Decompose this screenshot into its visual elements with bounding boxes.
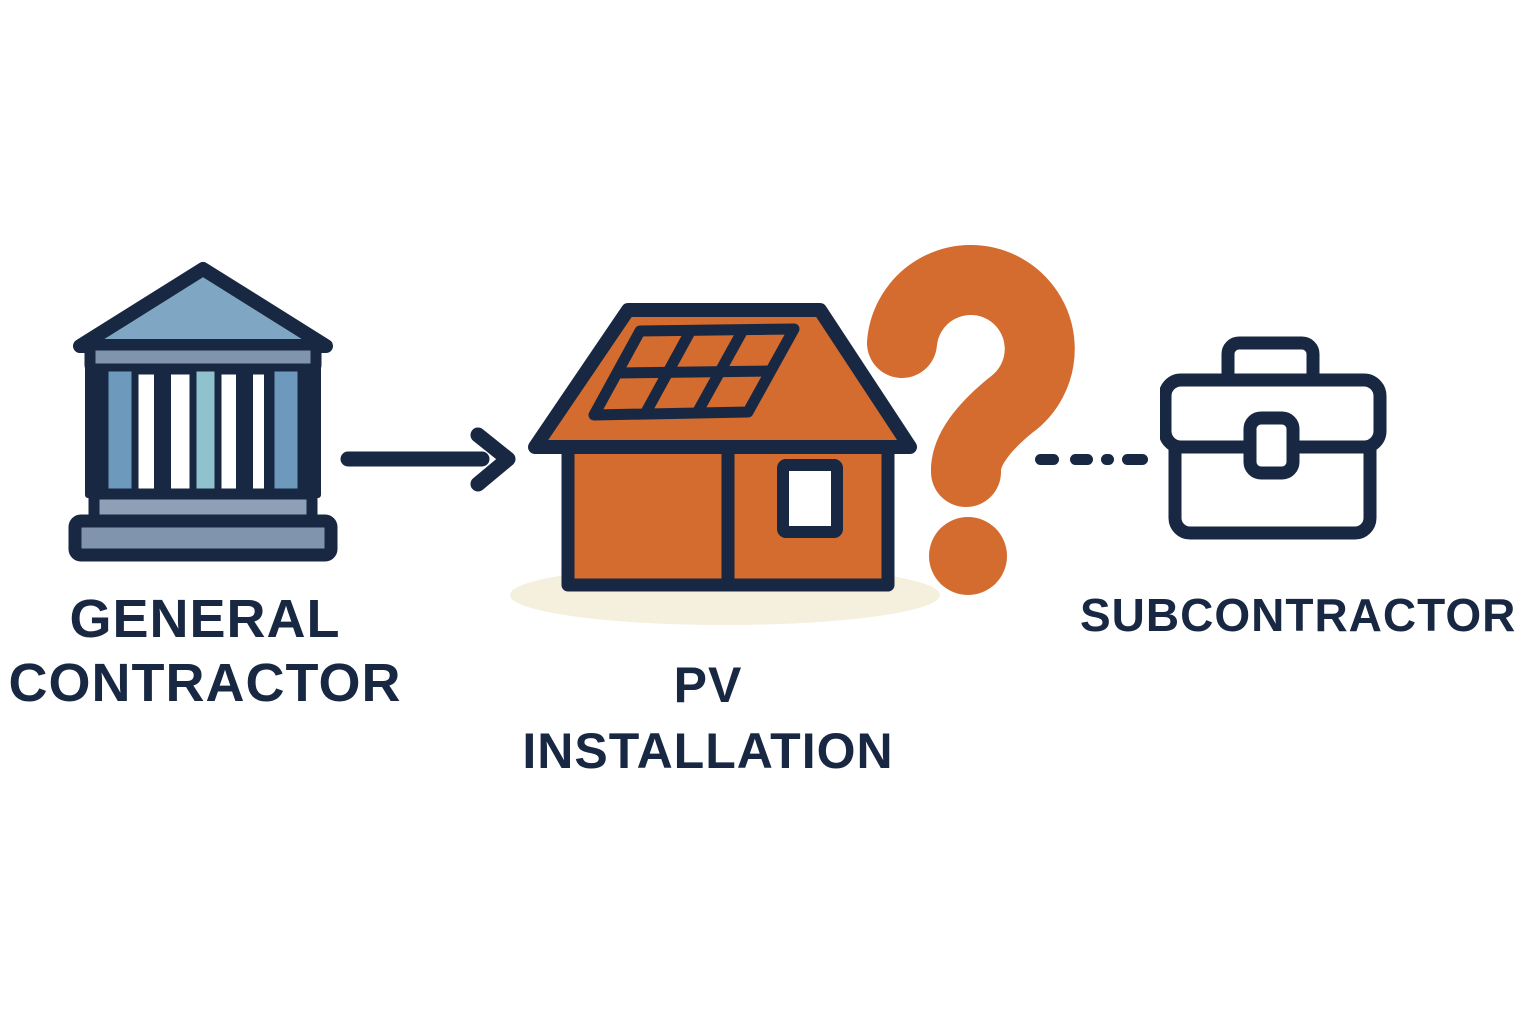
bank-icon — [68, 262, 338, 562]
solar-house-icon — [510, 303, 940, 625]
question-mark-icon — [867, 244, 1075, 595]
briefcase-icon — [1160, 336, 1387, 540]
label-subcontractor: SUBCONTRACTOR — [1080, 589, 1517, 641]
bank-columns — [85, 364, 321, 500]
house-window — [777, 459, 843, 538]
dashed-line-connector — [1035, 454, 1148, 465]
solar-panel — [588, 323, 800, 421]
label-general-contractor: GENERAL CONTRACTOR — [8, 589, 402, 713]
arrow-right-icon — [340, 427, 516, 492]
label-pv-installation: PV INSTALLATION — [522, 657, 894, 779]
